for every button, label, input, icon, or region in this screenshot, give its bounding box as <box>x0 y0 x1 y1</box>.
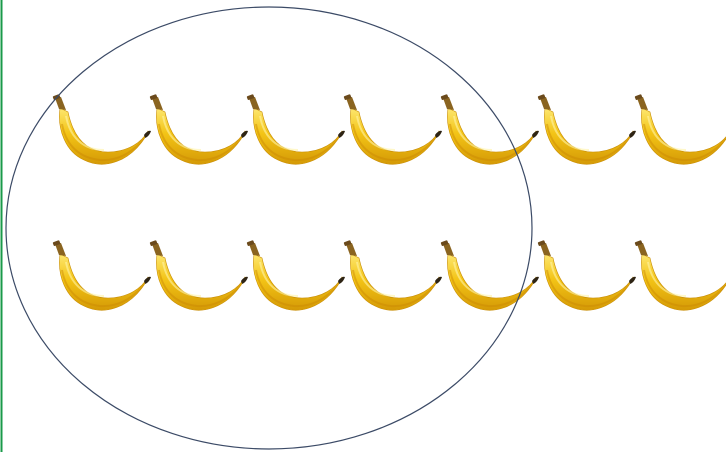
grouping-circle <box>6 7 532 449</box>
banana-icon <box>53 240 151 310</box>
banana-icon <box>635 240 726 310</box>
banana-icon <box>441 94 539 164</box>
banana-icon <box>247 94 345 164</box>
banana-icon <box>150 94 248 164</box>
banana-icon <box>635 94 726 164</box>
banana-icon <box>538 240 636 310</box>
banana-icon <box>441 240 539 310</box>
banana-icon <box>344 240 442 310</box>
banana-icon <box>538 94 636 164</box>
banana-icon <box>344 94 442 164</box>
banana-icon <box>150 240 248 310</box>
banana-grid <box>53 94 726 310</box>
banana-icon <box>53 94 151 164</box>
banana-icon <box>247 240 345 310</box>
